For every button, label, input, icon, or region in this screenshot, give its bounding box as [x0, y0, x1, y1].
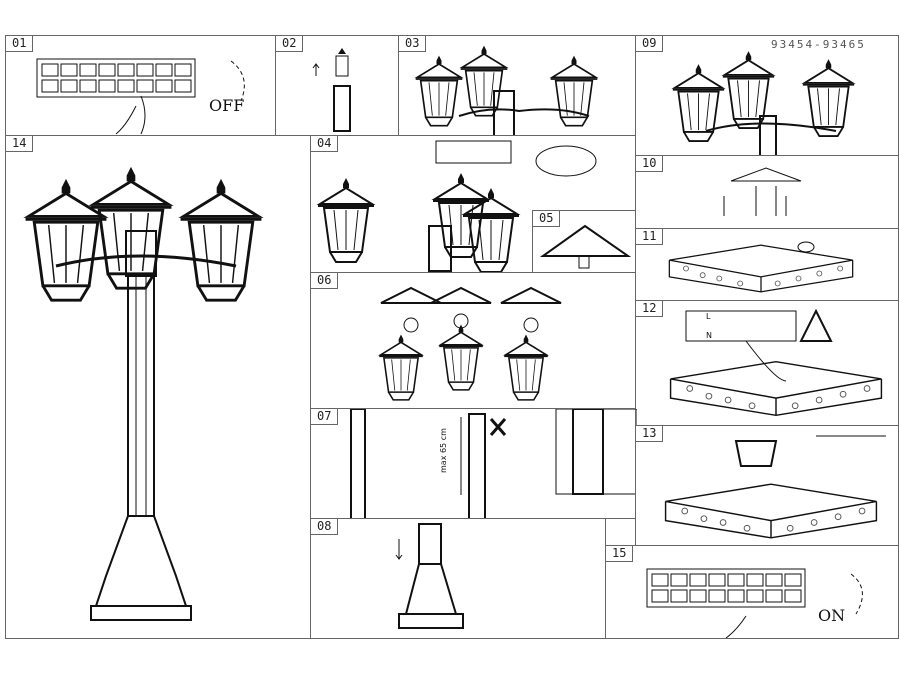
step-10-panel: 10	[635, 155, 899, 229]
step-number: 15	[606, 546, 634, 562]
step-number: 01	[6, 36, 34, 52]
on-label: ON	[818, 606, 846, 625]
step-09-panel: 09 93454-93465	[635, 35, 899, 157]
step-number: 06	[311, 273, 339, 289]
step-number: 03	[399, 36, 427, 52]
neutral-label: N	[706, 331, 712, 340]
step-01-switch-off-panel: 01 OFF	[5, 35, 276, 136]
step-13-panel: 13	[635, 425, 899, 546]
model-range: 93454-93465	[771, 38, 866, 51]
step-05-panel: 05	[532, 210, 636, 273]
step-14-assembled-lamp-panel: 14	[5, 135, 311, 639]
step-03-panel: 03	[398, 35, 636, 137]
max-height-label: max 65 cm	[439, 428, 448, 473]
step-number: 12	[636, 301, 664, 317]
step-07-height-panel: 07 max 65 cm	[310, 408, 637, 520]
step-number: 02	[276, 36, 304, 52]
step-number: 09	[636, 36, 664, 52]
step-number: 13	[636, 426, 664, 442]
step-number: 14	[6, 136, 34, 152]
step-number: 07	[311, 409, 339, 425]
step-number: 11	[636, 229, 664, 245]
step-number: 10	[636, 156, 664, 172]
step-11-panel: 11	[635, 228, 899, 301]
live-label: L	[706, 312, 711, 321]
step-15-switch-on-panel: 15 ON	[605, 545, 899, 639]
step-08-base-panel: 08	[310, 518, 606, 639]
step-number: 08	[311, 519, 339, 535]
off-label: OFF	[209, 96, 245, 115]
step-12-connection-panel: 12 L N	[635, 300, 899, 426]
step-02-panel: 02	[275, 35, 399, 136]
step-number: 05	[533, 211, 561, 227]
step-number: 04	[311, 136, 339, 152]
step-06-bulbs-panel: 06	[310, 272, 636, 409]
